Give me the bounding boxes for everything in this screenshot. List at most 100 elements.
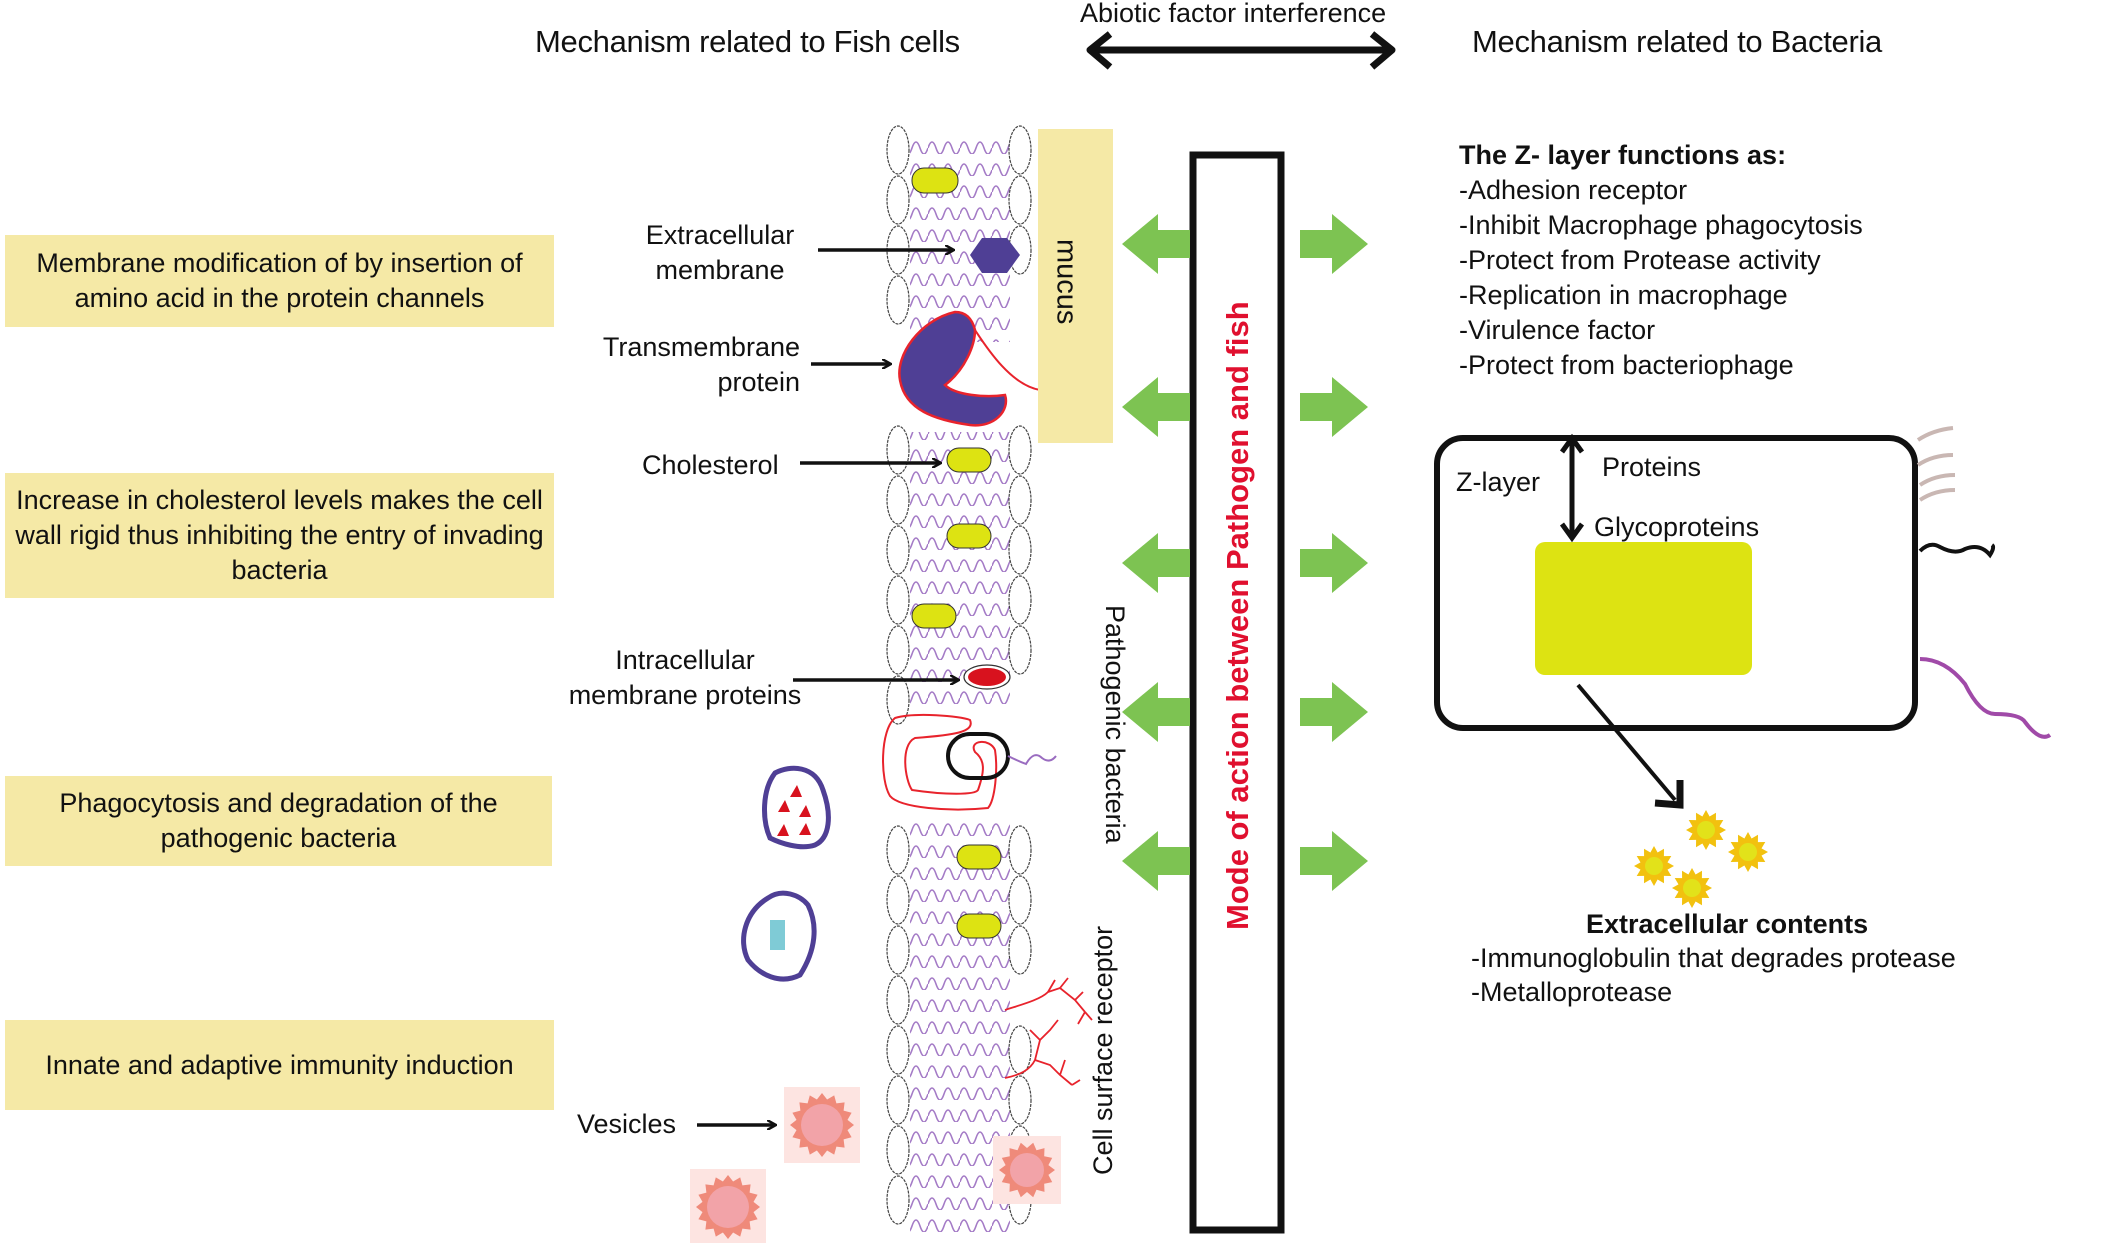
label-extracellular-membrane: Extracellular membrane — [625, 218, 815, 288]
label-intracellular-membrane-proteins: Intracellular membrane proteins — [560, 643, 810, 713]
vesicle-core — [1697, 821, 1715, 839]
extracellular-contents: Extracellular contents -Immunoglobulin t… — [1471, 907, 1956, 1009]
extracellular-particles — [1634, 810, 1768, 908]
green-arrow-right — [1300, 831, 1368, 891]
phospholipid-head — [1008, 575, 1032, 625]
label-vesicles: Vesicles — [577, 1109, 677, 1139]
vesicle — [993, 1136, 1061, 1204]
phospholipid-head — [886, 1025, 910, 1075]
pathogenic-bacterium-entering — [882, 713, 1057, 811]
cell-surface-receptor — [1004, 977, 1093, 1086]
phospholipid-head — [886, 525, 910, 575]
label-line: Transmembrane — [602, 332, 800, 362]
green-arrow-right — [1300, 533, 1368, 593]
phospholipid-head — [886, 275, 910, 325]
bacterium-cytoplasm — [1535, 542, 1752, 675]
transmembrane-protein — [898, 310, 1041, 427]
extracellular-particle — [1634, 846, 1674, 886]
mucus-layer: mucus — [1038, 129, 1113, 443]
fish-mechanism-box-3: Phagocytosis and degradation of the path… — [5, 776, 552, 866]
bacterium-short-flagellum — [1918, 542, 1996, 559]
z-layer-item: -Inhibit Macrophage phagocytosis — [1459, 210, 1863, 240]
header-fish-mechanism: Mechanism related to Fish cells — [535, 24, 960, 59]
z-layer-functions: The Z- layer functions as: -Adhesion rec… — [1459, 138, 1863, 383]
fish-mechanism-box-2: Increase in cholesterol levels makes the… — [5, 473, 554, 598]
label-proteins: Proteins — [1602, 452, 1702, 482]
label-transmembrane-protein: Transmembrane protein — [560, 330, 800, 400]
fish-mechanism-box-4: Innate and adaptive immunity induction — [5, 1020, 554, 1110]
extracellular-contents-item: -Immunoglobulin that degrades protease — [1471, 943, 1956, 973]
vesicle-core — [1645, 857, 1663, 875]
phospholipid-head — [886, 925, 910, 975]
phagosome-with-bacteria — [762, 765, 831, 850]
interaction-arrows — [1122, 214, 1368, 891]
label-line: Extracellular — [645, 220, 795, 250]
fish-mechanism-text: Innate and adaptive immunity induction — [45, 1049, 514, 1080]
fish-mechanism-text: Phagocytosis and degradation of the path… — [59, 788, 498, 853]
label-glycoproteins: Glycoproteins — [1594, 512, 1760, 542]
phospholipid-head — [886, 175, 910, 225]
label-line: protein — [717, 367, 800, 397]
label-line: membrane proteins — [568, 680, 802, 710]
vesicle-core — [1010, 1153, 1044, 1187]
z-layer-title: The Z- layer functions as: — [1459, 140, 1787, 170]
cholesterol-molecules — [911, 167, 1002, 939]
green-arrow-right — [1300, 214, 1368, 274]
fish-mechanism-box-1: Membrane modification of by insertion of… — [5, 235, 554, 327]
phospholipid-head — [1008, 625, 1032, 675]
green-arrow-right — [1300, 682, 1368, 742]
phospholipid-head — [886, 1175, 910, 1225]
phospholipid-head — [1008, 925, 1032, 975]
green-arrow-left — [1122, 831, 1190, 891]
vesicle-core — [1683, 879, 1701, 897]
phospholipid-head — [886, 1075, 910, 1125]
intracellular-membrane-protein — [963, 664, 1011, 690]
phospholipid-head — [886, 475, 910, 525]
phospholipid-head — [886, 425, 910, 475]
phospholipid-head — [886, 675, 910, 725]
green-arrow-left — [1122, 682, 1190, 742]
extracellular-contents-title: Extracellular contents — [1586, 909, 1869, 939]
lysosome-degradation — [741, 890, 817, 982]
green-arrow-left — [1122, 214, 1190, 274]
phospholipid-head — [1008, 175, 1032, 225]
mucus-label: mucus — [1050, 239, 1083, 325]
vesicle-core — [1739, 843, 1757, 861]
phospholipid-head — [1008, 875, 1032, 925]
bacterium-long-flagellum — [1919, 657, 2052, 739]
extracellular-particle — [1686, 810, 1726, 850]
z-layer-item: -Protect from Protease activity — [1459, 245, 1821, 275]
phospholipid-head — [1008, 525, 1032, 575]
abiotic-double-arrow — [1086, 31, 1396, 70]
phospholipid-head — [1008, 125, 1032, 175]
label-line: Intracellular — [615, 645, 755, 675]
z-layer-item: -Replication in macrophage — [1459, 280, 1788, 310]
label-pathogenic-bacteria: Pathogenic bacteria — [1100, 605, 1130, 844]
extracellular-particle — [1672, 868, 1712, 908]
fish-mechanism-text: Increase in cholesterol levels makes the… — [15, 485, 544, 585]
z-layer-item: -Virulence factor — [1459, 315, 1656, 345]
label-line: membrane — [655, 255, 785, 285]
phospholipid-head — [886, 575, 910, 625]
vesicle-core — [801, 1104, 843, 1146]
mode-of-action-box — [1189, 151, 1285, 1234]
phospholipid-head — [886, 875, 910, 925]
fish-mechanism-text: Membrane modification of by insertion of… — [36, 248, 523, 313]
extracellular-contents-item: -Metalloprotease — [1471, 977, 1673, 1007]
vesicle — [784, 1087, 860, 1163]
z-layer-item: -Protect from bacteriophage — [1459, 350, 1794, 380]
extracellular-membrane-protein — [970, 238, 1020, 273]
phospholipid-head — [1008, 1075, 1032, 1125]
extracellular-particle — [1728, 832, 1768, 872]
phospholipid-head — [1008, 475, 1032, 525]
vesicle-core — [707, 1186, 749, 1228]
label-z-layer: Z-layer — [1456, 467, 1541, 497]
phospholipid-head — [1008, 1025, 1032, 1075]
mode-of-action-title: Mode of action between Pathogen and fish — [1220, 301, 1255, 930]
phospholipid-head — [1008, 825, 1032, 875]
phospholipid-head — [886, 125, 910, 175]
phospholipid-head — [1008, 425, 1032, 475]
phospholipid-head — [886, 975, 910, 1025]
header-abiotic-factor: Abiotic factor interference — [1080, 0, 1387, 28]
